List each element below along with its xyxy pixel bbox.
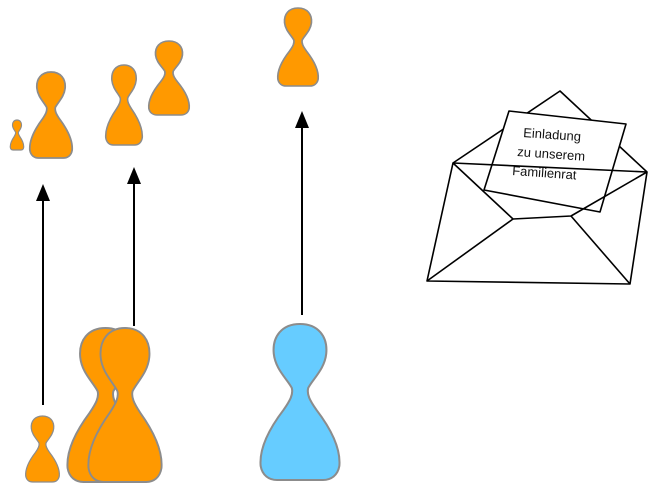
future-family-figures [9, 7, 320, 159]
single-parent-figure-top [276, 7, 320, 87]
invitation-line-1: Einladung [523, 125, 582, 144]
up-arrow-icon [36, 184, 50, 405]
current-family-figures [25, 322, 341, 483]
child-figure [28, 71, 74, 159]
child-figure-large [25, 415, 60, 483]
tiny-child-figure [9, 119, 25, 151]
open-envelope-icon: Einladung zu unserem Familienrat [426, 90, 648, 285]
up-arrow-icon [295, 111, 309, 315]
up-arrow-icon [127, 167, 141, 326]
invitation-line-2: zu unserem [517, 144, 586, 164]
arrow-group [36, 111, 309, 405]
blue-figure [259, 322, 341, 482]
parent-figure-left [104, 64, 144, 146]
parent-figure-right [147, 40, 191, 116]
